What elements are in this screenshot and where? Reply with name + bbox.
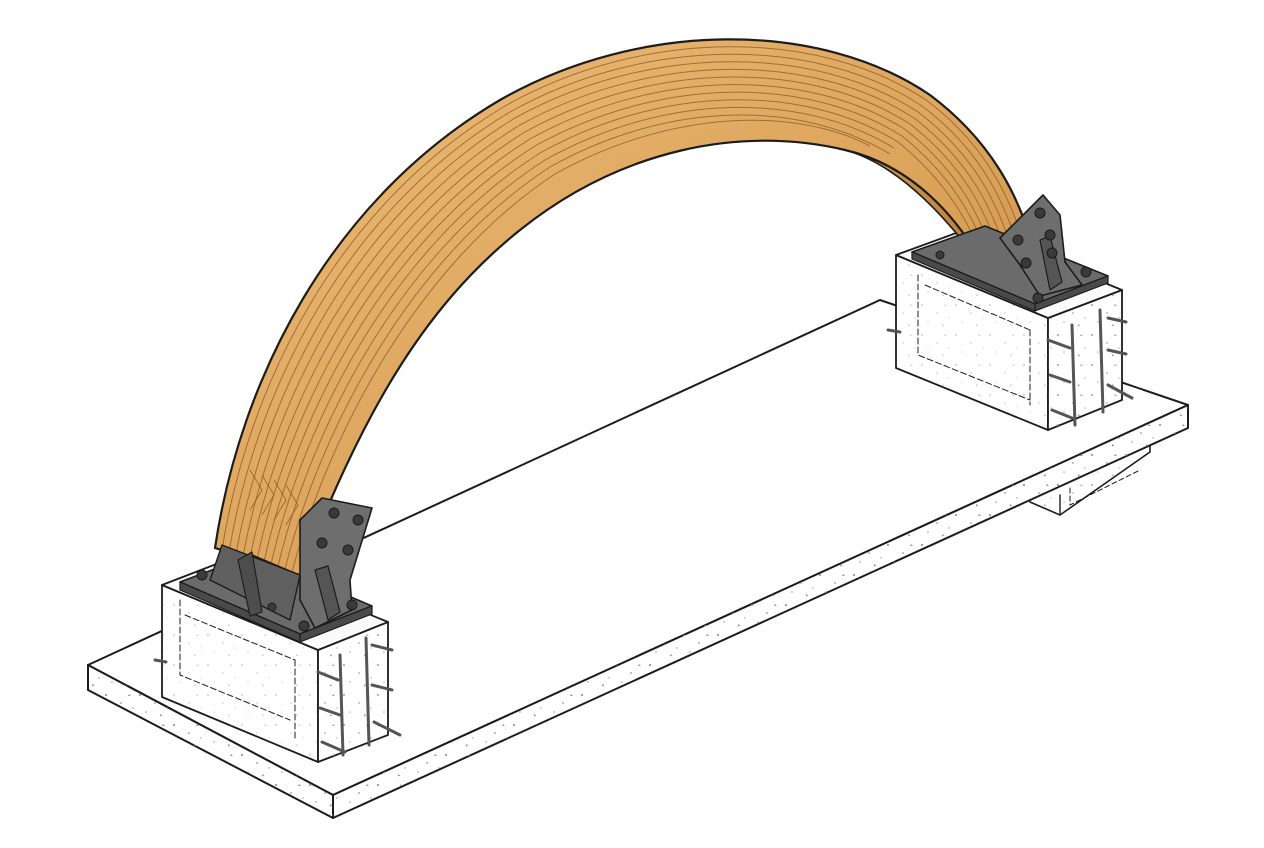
bolt <box>1020 257 1032 269</box>
bracket-right <box>911 194 1109 312</box>
bolt <box>342 544 354 556</box>
arch-laminations <box>221 46 1029 573</box>
bolt <box>346 599 358 611</box>
bolt <box>352 514 364 526</box>
bolt <box>1044 229 1056 241</box>
bolt <box>935 250 945 260</box>
bolt <box>1080 266 1092 278</box>
bracket-left <box>179 497 373 643</box>
anchor-rebar-left <box>153 636 402 757</box>
bolt <box>1032 292 1044 304</box>
bolt <box>267 602 277 612</box>
bolt <box>1046 247 1058 259</box>
bolt <box>328 507 340 519</box>
bolt <box>196 569 208 581</box>
bolt <box>316 537 328 549</box>
glulam-arch <box>213 38 1037 577</box>
arch-end-grain <box>249 469 299 526</box>
bolt <box>298 620 310 632</box>
bolt <box>1034 207 1046 219</box>
bolt <box>1012 234 1024 246</box>
anchor-rebar <box>886 308 1134 427</box>
